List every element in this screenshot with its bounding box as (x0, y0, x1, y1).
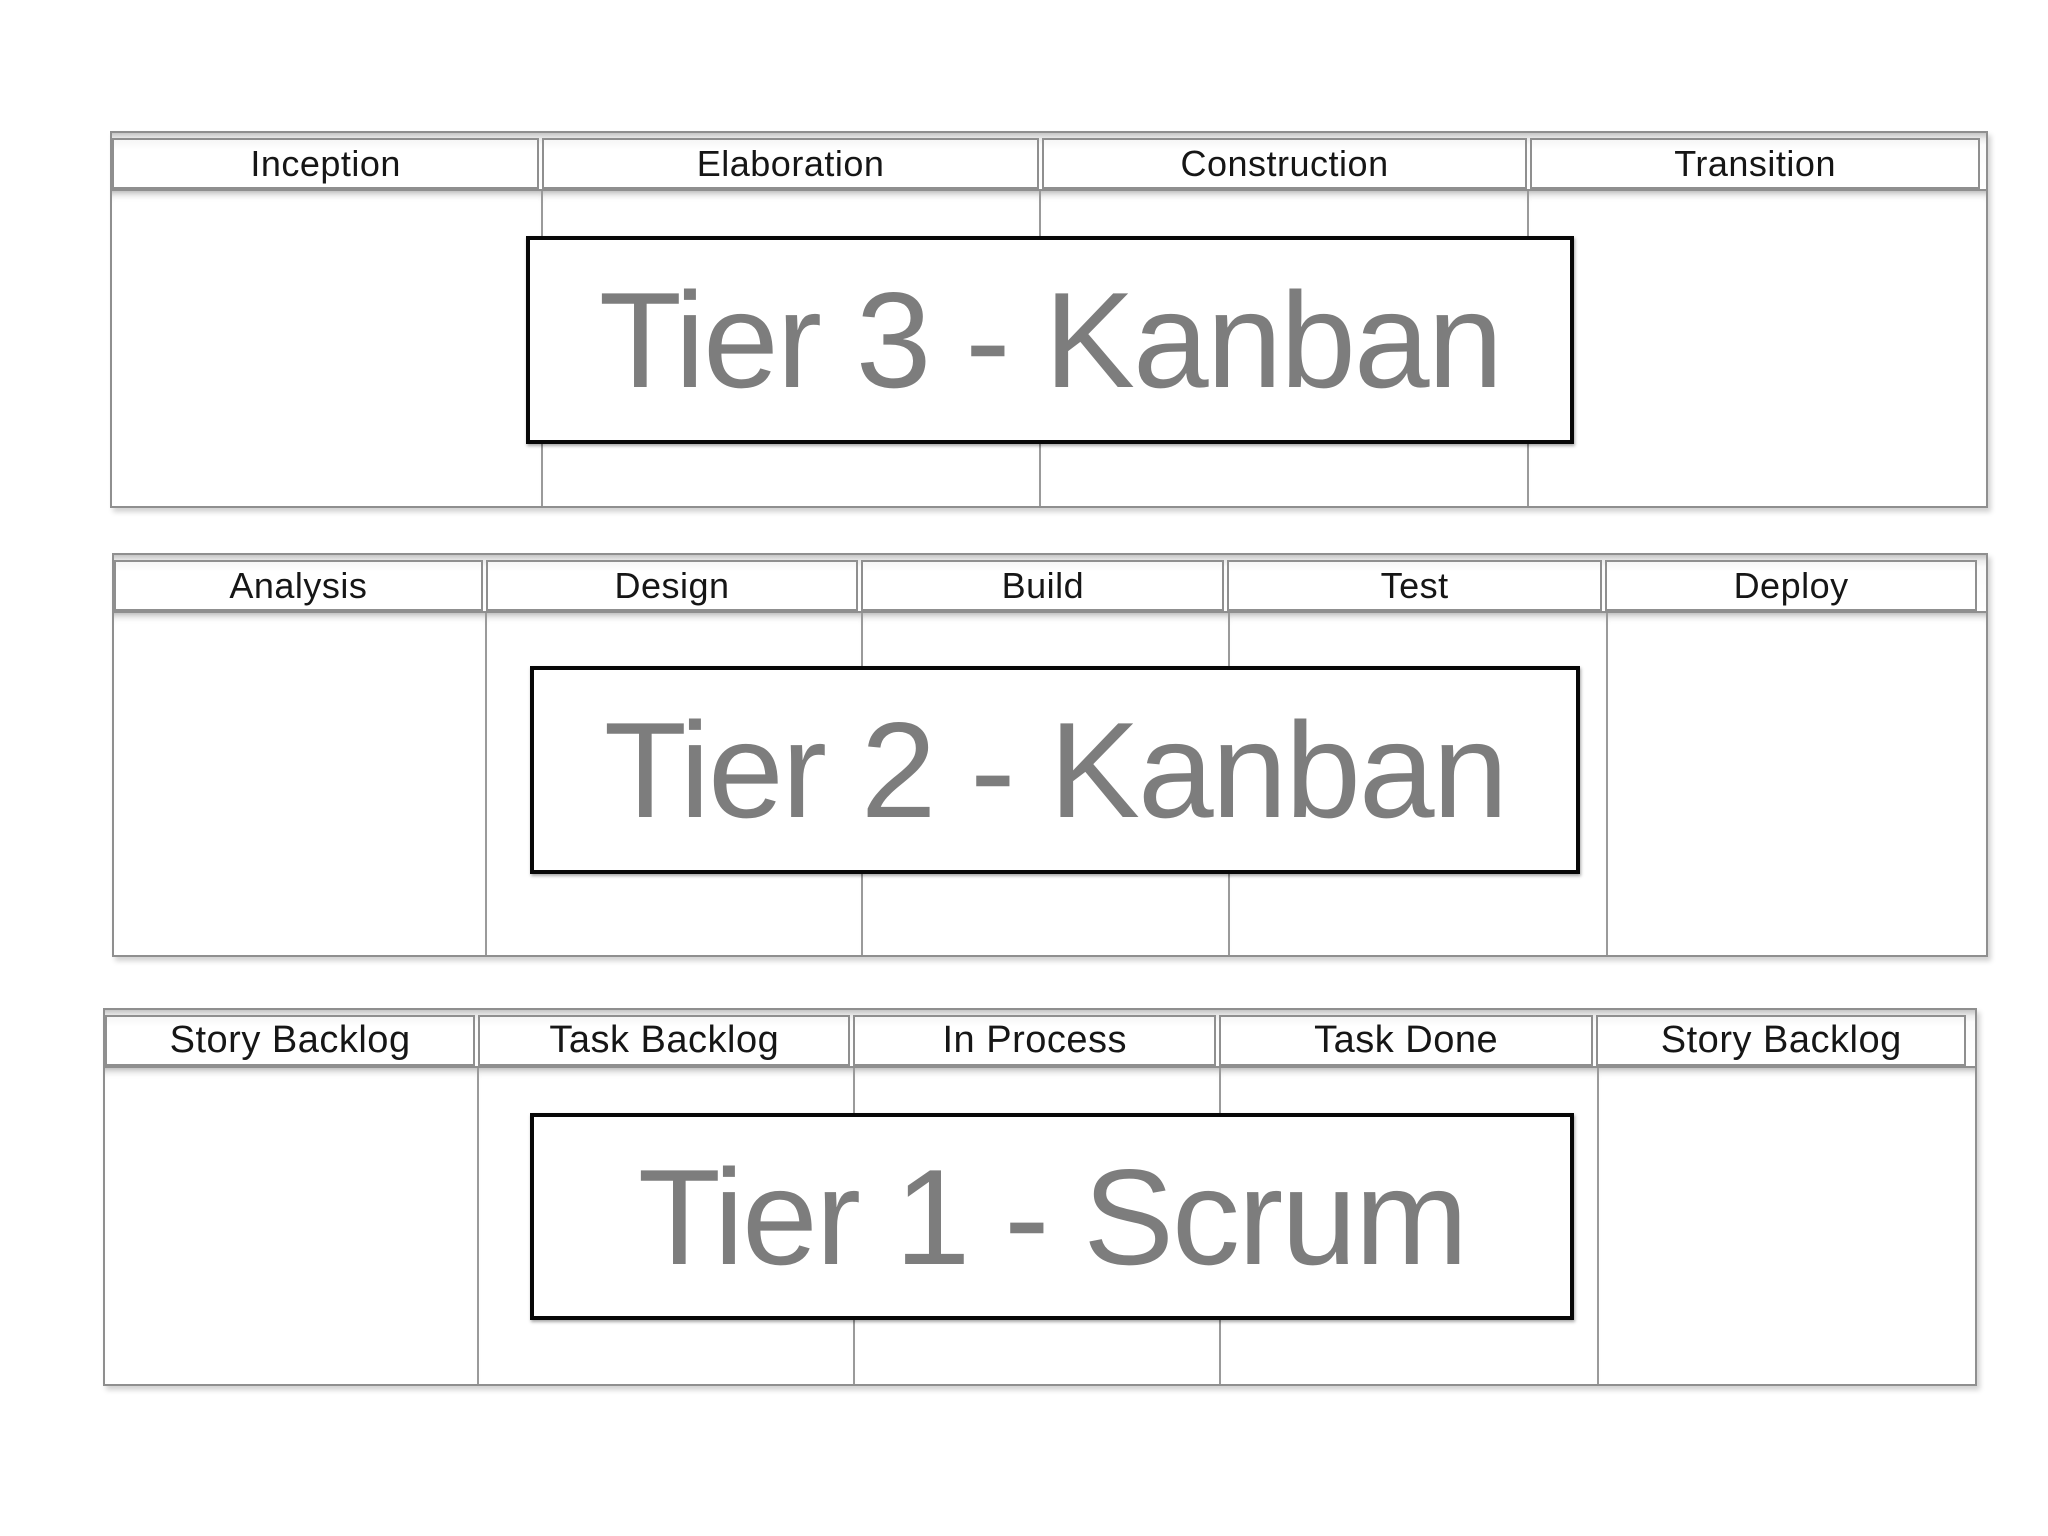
column-label: Design (614, 564, 730, 606)
column-analysis (114, 613, 487, 955)
tier2-kanban-board: Analysis Design Build Test Deploy Tier 2… (112, 553, 1988, 957)
column-header-in-process: In Process (853, 1015, 1217, 1066)
column-label: Transition (1674, 142, 1836, 184)
column-inception (112, 191, 544, 506)
tier3-title-box: Tier 3 - Kanban (526, 236, 1574, 444)
column-label: Inception (250, 142, 401, 184)
column-header-task-done: Task Done (1219, 1015, 1594, 1066)
column-label: Story Backlog (169, 1019, 411, 1061)
tier2-title: Tier 2 - Kanban (603, 694, 1508, 846)
column-label: Deploy (1733, 564, 1849, 606)
column-label: Test (1380, 564, 1449, 606)
column-header-inception: Inception (112, 138, 540, 189)
column-story-backlog-right (1599, 1068, 1975, 1384)
tier1-scrum-board: Story Backlog Task Backlog In Process Ta… (103, 1008, 1977, 1386)
tier2-header-row: Analysis Design Build Test Deploy (114, 555, 1986, 611)
tier3-header-row: Inception Elaboration Construction Trans… (112, 133, 1986, 189)
column-header-analysis: Analysis (114, 560, 483, 611)
column-label: Construction (1180, 142, 1389, 184)
column-header-construction: Construction (1041, 138, 1528, 189)
tier3-title: Tier 3 - Kanban (598, 264, 1503, 416)
tier3-kanban-board: Inception Elaboration Construction Trans… (110, 131, 1988, 508)
column-deploy (1608, 613, 1986, 955)
column-transition (1529, 191, 1986, 506)
column-label: Build (1001, 564, 1085, 606)
tier1-title: Tier 1 - Scrum (637, 1140, 1468, 1293)
column-header-design: Design (485, 560, 859, 611)
column-header-test: Test (1227, 560, 1602, 611)
column-test (1230, 613, 1608, 955)
column-story-backlog-left (105, 1068, 479, 1384)
column-header-build: Build (861, 560, 1225, 611)
column-header-story-backlog-left: Story Backlog (105, 1015, 476, 1066)
column-task-done (1221, 1068, 1600, 1384)
column-header-task-backlog: Task Backlog (478, 1015, 851, 1066)
column-label: Elaboration (696, 142, 885, 184)
column-header-deploy: Deploy (1604, 560, 1978, 611)
column-header-elaboration: Elaboration (542, 138, 1039, 189)
tier2-title-box: Tier 2 - Kanban (530, 666, 1580, 874)
tier1-title-box: Tier 1 - Scrum (530, 1113, 1574, 1320)
column-label: In Process (942, 1019, 1128, 1061)
column-label: Analysis (229, 564, 368, 606)
column-label: Task Done (1314, 1019, 1499, 1061)
tier1-header-row: Story Backlog Task Backlog In Process Ta… (105, 1010, 1975, 1066)
column-label: Task Backlog (549, 1019, 780, 1061)
column-header-transition: Transition (1530, 138, 1980, 189)
column-label: Story Backlog (1660, 1019, 1902, 1061)
column-header-story-backlog-right: Story Backlog (1596, 1015, 1967, 1066)
